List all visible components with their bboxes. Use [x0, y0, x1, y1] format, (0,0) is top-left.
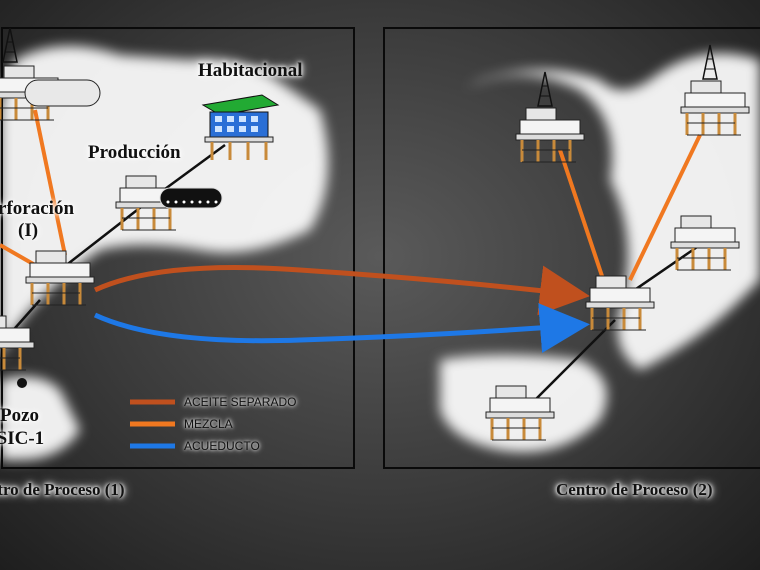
- label-pozo: Pozo: [0, 405, 40, 426]
- legend-label-mezcla: MEZCLA: [184, 417, 233, 431]
- label-perforacion-sub: (I): [18, 220, 39, 241]
- habitacional-building-icon: [201, 94, 280, 160]
- legend-label-aceite: ACEITE SEPARADO: [184, 395, 297, 409]
- background-clouds: [0, 46, 760, 460]
- legend-label-acueducto: ACUEDUCTO: [184, 439, 260, 453]
- acueducto-arrow: [93, 303, 590, 353]
- storage-tank-icon: [24, 79, 101, 107]
- label-centro-2: Centro de Proceso (2): [556, 480, 713, 499]
- mezcla-lines: [0, 109, 702, 286]
- label-centro-1: Centro de Proceso (1): [0, 480, 125, 499]
- pozo-marker-icon: [17, 378, 27, 388]
- platform-produccion: [114, 174, 223, 232]
- panel-right-border: [383, 27, 760, 469]
- aceite-arrow: [93, 265, 590, 316]
- label-produccion: Producción: [88, 142, 181, 163]
- label-habitacional: Habitacional: [198, 60, 303, 81]
- label-pozo-id: ESIC-1: [0, 428, 45, 449]
- label-perforacion: Perforación: [0, 198, 75, 219]
